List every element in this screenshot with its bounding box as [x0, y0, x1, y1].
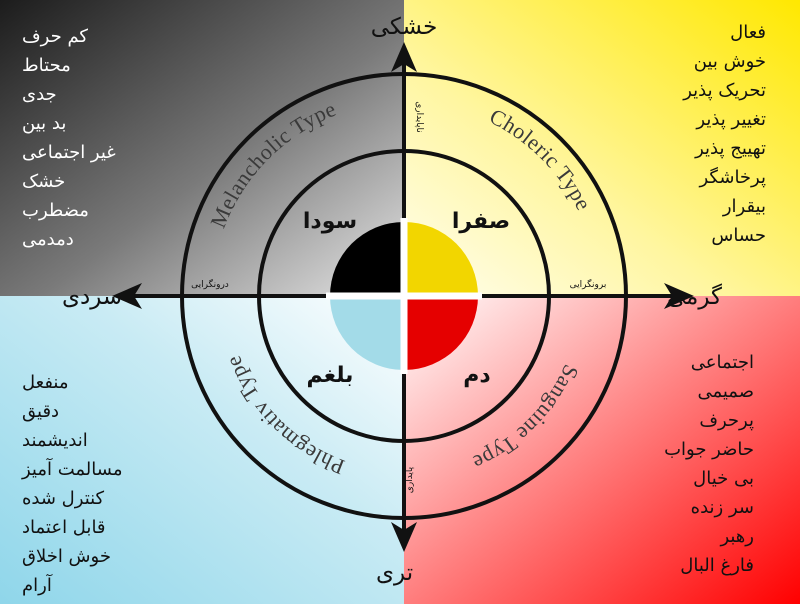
- instability-label: ناپایداری: [414, 101, 424, 133]
- melancholic-trait-item: کم حرف: [22, 26, 88, 47]
- choleric-trait-item: بیقرار: [722, 196, 766, 217]
- sanguine-trait-item: فارغ البال: [680, 555, 754, 576]
- choleric-trait-item: تغییر پذیر: [696, 109, 766, 130]
- arrow-left-icon: [112, 283, 142, 309]
- sanguine-trait-item: سر زنده: [690, 497, 754, 518]
- extraversion-label: برونگرایی: [570, 278, 607, 290]
- axis-label-top: خشکی: [371, 14, 438, 40]
- melancholic-trait-item: غیر اجتماعی: [22, 142, 116, 163]
- melancholic-trait-item: جدی: [22, 84, 57, 105]
- melancholic-traits-list: کم حرف محتاط جدی بد بین غیر اجتماعی خشک مضطرب د…: [22, 22, 116, 254]
- introversion-label: درونگرایی: [191, 278, 229, 290]
- melancholic-trait-item: مضطرب: [22, 200, 89, 221]
- melancholic-trait-item: دمدمی: [22, 229, 74, 250]
- phlegmatic-trait-item: اندیشمند: [22, 430, 88, 451]
- sanguine-trait-item: اجتماعی: [690, 352, 754, 373]
- sanguine-trait-item: صمیمی: [697, 381, 754, 402]
- phlegmatic-trait-item: قابل اعتماد: [22, 517, 106, 538]
- melancholic-quadrant: [0, 0, 404, 296]
- choleric-quadrant: [404, 0, 800, 296]
- phlegmatic-trait-item: مسالمت آمیز: [22, 459, 123, 480]
- sanguine-traits-list: اجتماعی صمیمی پرحرف حاضر جواب بی خیال سر زنده…: [664, 348, 754, 580]
- choleric-trait-item: پرخاشگر: [699, 167, 766, 188]
- melancholic-humor-label: سودا: [303, 209, 357, 234]
- melancholic-trait-item: بد بین: [22, 113, 67, 134]
- melancholic-disc: [330, 222, 404, 296]
- stability-label: پایداری: [405, 466, 415, 493]
- phlegmatic-trait-item: دقیق: [22, 401, 60, 422]
- axis-label-left: سردی: [62, 284, 122, 310]
- phlegmatic-humor-label: بلغم: [307, 363, 354, 388]
- sanguine-quadrant: [404, 296, 800, 604]
- phlegmatic-traits-list: منفعل دقیق اندیشمند مسالمت آمیز کنترل شده قاب…: [22, 368, 122, 600]
- sanguine-trait-item: حاضر جواب: [664, 439, 754, 460]
- phlegmatic-trait-item: کنترل شده: [22, 488, 105, 509]
- arrow-up-icon: [391, 42, 417, 72]
- axis-label-right: گرمی: [667, 283, 722, 310]
- melancholic-trait-item: محتاط: [22, 55, 71, 76]
- axis-label-bottom: تری: [376, 560, 413, 586]
- sanguine-humor-label: دم: [463, 363, 490, 388]
- sanguine-trait-item: پرحرف: [699, 410, 754, 431]
- arrow-down-icon: [391, 522, 417, 552]
- choleric-trait-item: حساس: [711, 225, 766, 246]
- melancholic-trait-item: خشک: [22, 171, 66, 192]
- choleric-trait-item: خوش بین: [693, 51, 766, 72]
- sanguine-trait-item: بی خیال: [693, 468, 754, 489]
- sanguine-disc: [404, 296, 478, 370]
- phlegmatic-trait-item: منفعل: [22, 372, 69, 393]
- phlegmatic-disc: [330, 296, 404, 370]
- phlegmatic-trait-item: خوش اخلاق: [22, 546, 111, 567]
- choleric-trait-item: تهییج پذیر: [695, 138, 766, 159]
- arrow-right-icon: [664, 283, 694, 309]
- choleric-disc: [404, 222, 478, 296]
- choleric-humor-label: صفرا: [452, 209, 510, 234]
- choleric-trait-item: فعال: [730, 22, 766, 43]
- sanguine-trait-item: رهبر: [720, 526, 754, 547]
- phlegmatic-quadrant: [0, 296, 404, 604]
- choleric-trait-item: تحریک پذیر: [683, 80, 766, 101]
- choleric-traits-list: فعال خوش بین تحریک پذیر تغییر پذیر تهییج پذی…: [683, 18, 766, 250]
- phlegmatic-trait-item: آرام: [22, 575, 52, 596]
